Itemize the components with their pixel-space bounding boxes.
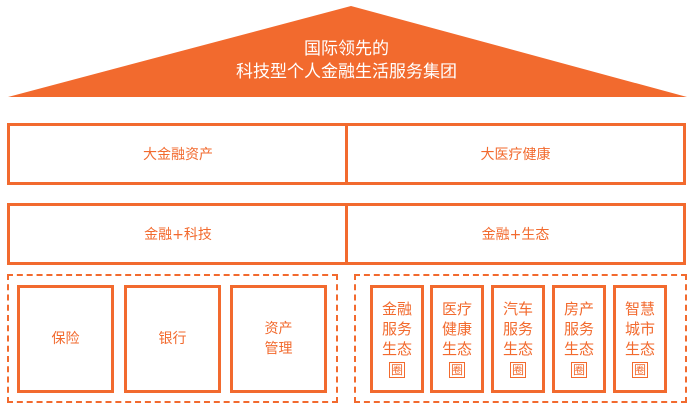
box-label-line3: 生态 (381, 340, 412, 358)
box-label-line4: 圈 (570, 362, 587, 378)
right-dashed-group (354, 274, 687, 403)
roof-title-line2: 科技型个人金融生活服务集团 (236, 62, 457, 82)
box-asset-management: 资产 管理 (230, 285, 327, 393)
box-healthcare-ecosystem: 医疗 健康 生态 圈 (430, 285, 484, 393)
box-label-line3: 生态 (624, 340, 655, 358)
box-finance-ecosystem: 金融+生态 (345, 203, 686, 265)
box-label-line1: 资产 (264, 321, 293, 337)
box-label-line4: 圈 (388, 362, 405, 378)
box-label-line2: 服务 (502, 320, 533, 338)
box-smart-city-ecosystem: 智慧 城市 生态 圈 (613, 285, 667, 393)
roof-title-line1: 国际领先的 (304, 39, 389, 59)
box-label-line1: 汽车 (502, 300, 533, 318)
box-label: 大金融资产 (143, 147, 213, 163)
box-label: 金融+科技 (144, 227, 212, 243)
box-label-line4: 圈 (509, 362, 526, 378)
box-label-line4: 圈 (631, 362, 648, 378)
box-label-line3: 生态 (441, 340, 472, 358)
box-insurance: 保险 (17, 285, 114, 393)
box-label-line2: 城市 (624, 320, 655, 338)
box-label-line2: 健康 (441, 320, 472, 338)
box-finance-tech: 金融+科技 (7, 203, 349, 265)
box-label: 金融+生态 (481, 227, 550, 243)
box-label-line3: 生态 (563, 340, 594, 358)
box-label-line4: 圈 (448, 362, 465, 378)
box-label: 银行 (158, 331, 187, 347)
box-label-line3: 生态 (502, 340, 533, 358)
roof-triangle (8, 6, 687, 97)
box-label-line1: 房产 (563, 300, 594, 318)
box-label-line2: 服务 (563, 320, 594, 338)
box-big-finance-assets: 大金融资产 (7, 123, 349, 185)
box-real-estate-ecosystem: 房产 服务 生态 圈 (552, 285, 606, 393)
box-bank: 银行 (124, 285, 221, 393)
box-label-line2: 服务 (381, 320, 412, 338)
left-dashed-group (7, 274, 338, 403)
box-label-line1: 医疗 (441, 300, 472, 318)
box-auto-service-ecosystem: 汽车 服务 生态 圈 (491, 285, 545, 393)
box-label-line1: 金融 (381, 300, 412, 318)
box-label-line2: 管理 (264, 341, 293, 357)
box-label: 大医疗健康 (480, 147, 551, 163)
box-finance-service-ecosystem: 金融 服务 生态 圈 (370, 285, 424, 393)
box-big-healthcare: 大医疗健康 (345, 123, 686, 185)
box-label-line1: 智慧 (624, 300, 655, 318)
box-label: 保险 (51, 331, 80, 347)
